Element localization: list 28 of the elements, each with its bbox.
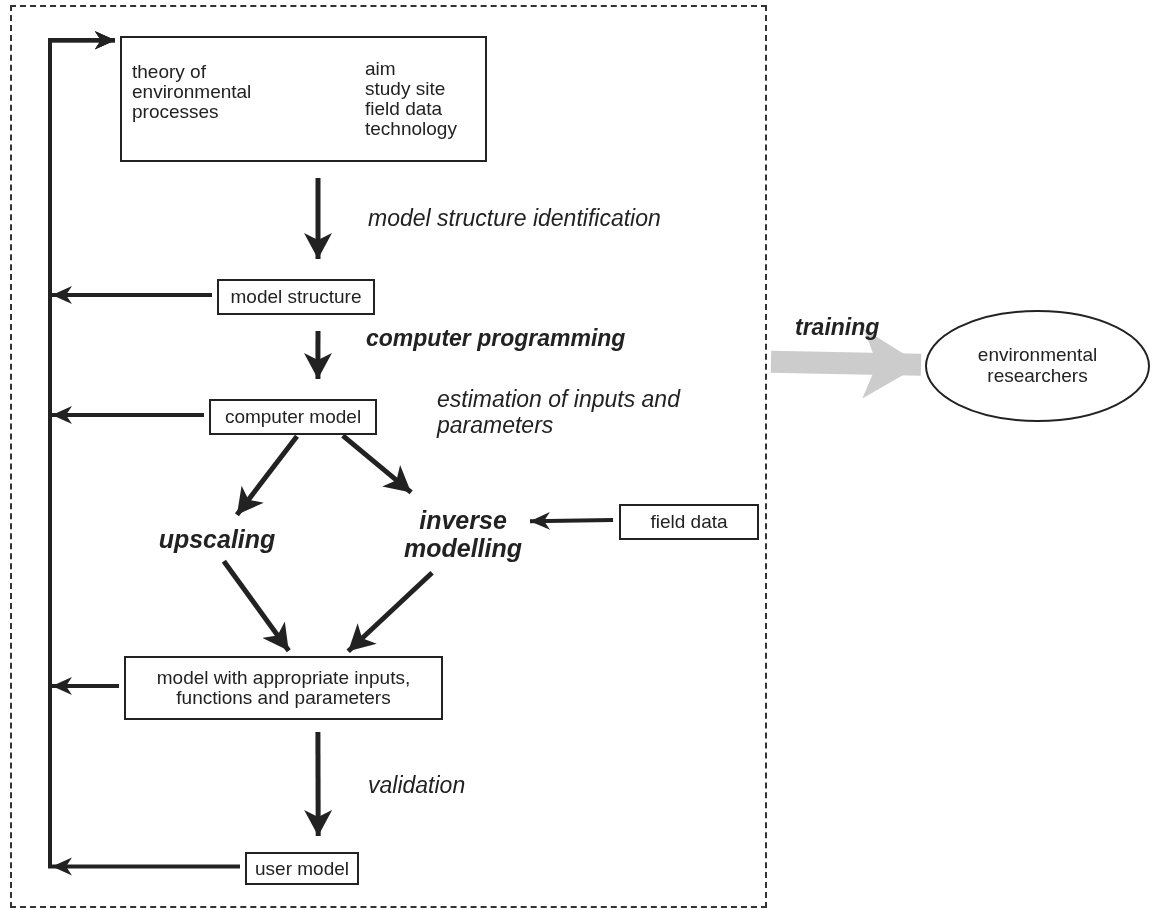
dashed-frame xyxy=(10,5,767,908)
step-label: inverse modelling xyxy=(398,497,528,572)
process-box: model structure xyxy=(217,279,375,315)
arrow xyxy=(234,434,299,517)
step-label: upscaling xyxy=(152,520,282,560)
edge-label: validation xyxy=(368,772,467,799)
arrow xyxy=(304,178,332,259)
edge-label: estimation of inputs and parameters xyxy=(437,386,682,439)
arrow xyxy=(221,559,291,653)
process-box: user model xyxy=(245,852,359,885)
arrow xyxy=(303,331,332,379)
edge-label: training xyxy=(795,314,881,341)
data-box: field data xyxy=(619,504,759,540)
block-arrow xyxy=(770,328,922,399)
process-box: model with appropriate inputs, functions and parameters xyxy=(124,656,443,720)
arrow xyxy=(304,732,333,836)
process-box: computer model xyxy=(209,399,377,435)
arrow xyxy=(341,433,413,495)
box-text: theory of environmental processes xyxy=(132,62,253,122)
edge-label: computer programming xyxy=(366,325,627,352)
edge-label: model structure identification xyxy=(368,205,662,232)
arrow xyxy=(346,570,434,654)
input-box xyxy=(120,36,487,162)
box-text: aim study site field data technology xyxy=(365,59,458,139)
feedback-arrow xyxy=(48,31,240,876)
arrow xyxy=(529,511,614,530)
node-text: environmental researchers xyxy=(976,345,1099,387)
group-ellipse xyxy=(925,310,1150,422)
